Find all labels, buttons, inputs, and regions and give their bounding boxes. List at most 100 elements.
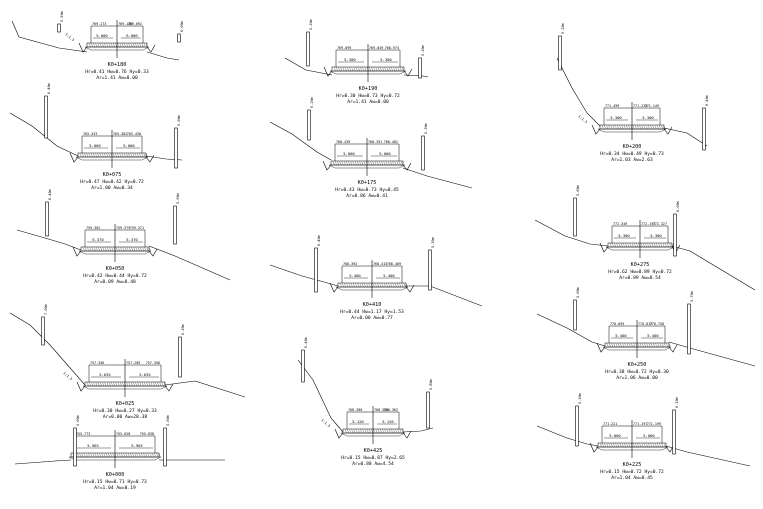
pavement-hatch	[106, 382, 109, 386]
ditch-left	[334, 428, 344, 439]
pavement-hatch	[379, 161, 381, 165]
pavement-hatch	[108, 453, 110, 457]
pavement-hatch	[152, 382, 155, 386]
pavement-hatch	[669, 243, 671, 247]
ditch-left	[322, 160, 332, 171]
dimension-right: 5.120	[382, 419, 394, 424]
pavement-hatch	[645, 243, 647, 247]
pavement-hatch	[333, 67, 336, 71]
ditch-right	[164, 383, 174, 392]
pavement-hatch	[93, 382, 96, 386]
pavement-hatch	[377, 429, 380, 433]
pavement-hatch	[154, 453, 156, 457]
pavement-hatch	[379, 283, 382, 287]
pavement-hatch	[387, 161, 390, 165]
pavement-hatch	[338, 67, 340, 71]
height-values: Hr=0.30 Hw=0.27 Hy=0.33	[93, 408, 157, 414]
pavement-hatch	[95, 382, 98, 386]
subgrade	[335, 286, 409, 291]
pavement-hatch	[368, 161, 370, 165]
pavement-hatch	[156, 453, 159, 457]
pavement-hatch	[655, 343, 657, 347]
pavement-hatch	[145, 153, 148, 157]
ground-line-left	[297, 359, 344, 433]
pole-left-label: 6.40m	[47, 83, 51, 94]
pavement-hatch	[392, 283, 395, 287]
elevation-center: 768.352	[374, 408, 388, 412]
pavement-hatch	[394, 161, 397, 165]
pavement-hatch	[620, 243, 623, 247]
pole-right	[687, 303, 691, 355]
pole-left	[44, 95, 48, 139]
pavement-hatch	[662, 243, 665, 247]
pavement-hatch	[388, 67, 391, 71]
pavement-hatch	[108, 43, 111, 47]
pavement-hatch	[614, 243, 616, 247]
elevation-left: 771.221	[603, 422, 617, 426]
pavement-hatch	[89, 382, 91, 386]
pavement-hatch	[382, 429, 384, 433]
pavement-hatch	[401, 161, 403, 165]
pavement-hatch	[663, 443, 666, 447]
elevation-center: 769.135	[118, 22, 132, 26]
pavement-hatch	[405, 283, 408, 287]
pavement-hatch	[106, 153, 108, 157]
pavement-hatch	[155, 382, 157, 386]
ditch-left	[78, 42, 88, 53]
pavement-hatch	[146, 43, 148, 47]
pavement-hatch	[659, 125, 661, 129]
pole-left-label: 5.60m	[76, 415, 80, 426]
pavement-hatch	[110, 453, 112, 457]
pavement-hatch	[109, 247, 111, 251]
pavement-hatch	[140, 247, 142, 251]
pavement-hatch	[615, 343, 618, 347]
pavement-hatch	[113, 43, 115, 47]
dimension-left: 5.370	[92, 237, 104, 242]
elevation-center: 771.234	[633, 104, 647, 108]
pole-right	[173, 205, 177, 245]
pavement-hatch	[668, 343, 671, 347]
pavement-hatch	[363, 161, 366, 165]
pavement-hatch	[347, 429, 349, 433]
pavement-hatch	[355, 283, 357, 287]
dimension-left: 5.000	[609, 433, 621, 438]
pavement-hatch	[97, 43, 100, 47]
pavement-hatch	[104, 153, 106, 157]
pavement-hatch	[370, 161, 372, 165]
ground-line-left	[536, 425, 599, 447]
pole-left-label: 6.40m	[317, 235, 321, 246]
pavement-hatch	[107, 247, 109, 251]
elevation-left: 765.433	[83, 132, 97, 136]
pavement-hatch	[615, 125, 617, 129]
pavement-hatch	[388, 429, 391, 433]
pavement-hatch	[143, 43, 146, 47]
ditch-right	[403, 68, 413, 77]
pavement-hatch	[163, 382, 166, 386]
pole-left	[73, 427, 77, 467]
height-values: Hr=0.30 Hw=0.73 Hy=0.72	[336, 93, 400, 99]
pole-left-label: 5.30m	[578, 393, 582, 404]
pavement-hatch	[139, 153, 141, 157]
pavement-hatch	[621, 125, 624, 129]
ground-line-left	[534, 219, 609, 247]
subgrade	[605, 246, 675, 251]
pavement-hatch	[134, 153, 137, 157]
height-values: Hr=0.43 Hw=0.73 Hy=0.45	[335, 187, 399, 193]
pavement-hatch	[132, 453, 134, 457]
pavement-hatch	[344, 67, 347, 71]
pavement-hatch	[126, 153, 128, 157]
dimension-right: 5.000	[643, 433, 655, 438]
elevation-center: 769.049	[369, 46, 383, 50]
pavement-hatch	[366, 283, 368, 287]
elevation-right: 768.362	[384, 408, 398, 412]
subgrade	[75, 156, 149, 161]
ground-line-left	[16, 229, 82, 251]
pavement-hatch	[653, 243, 656, 247]
pavement-hatch	[651, 243, 654, 247]
pavement-hatch	[666, 343, 668, 347]
height-values: Hr=0.62 Hw=0.89 Hy=0.72	[608, 269, 672, 275]
pole-left	[41, 316, 45, 346]
pavement-hatch	[650, 125, 652, 129]
